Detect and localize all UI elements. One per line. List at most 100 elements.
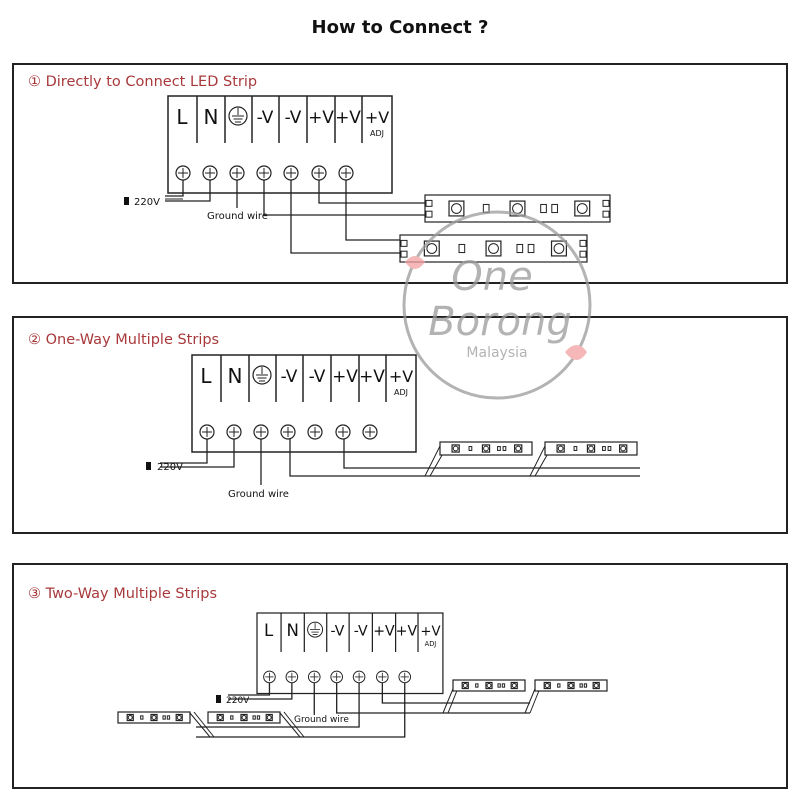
solder-pad [425,210,433,218]
resistor [501,683,506,688]
terminal-label: +V [308,108,334,128]
screw-terminal-icon [362,424,378,440]
led-lens [593,683,599,688]
terminal-label: L [176,105,188,129]
solder-pad [602,210,610,218]
led-chip [126,713,134,722]
solder-pad [579,250,587,258]
led-lens [588,445,594,452]
screw-terminal-icon [307,670,321,684]
screw-terminal-icon [330,670,343,684]
terminal-label: -V [281,367,298,387]
terminal-label: N [286,621,298,640]
solder-pad [425,199,433,207]
ground-wire-label: Ground wire [228,489,289,500]
resistor [516,243,524,254]
voltage-label: 220V [134,197,160,208]
led-lens [452,445,459,452]
wire [193,711,215,738]
screw-terminal-icon [352,670,366,684]
adj-label: ADJ [370,129,384,138]
terminal-label: +V [389,367,413,386]
voltage-label: 220V [226,696,250,706]
screw-terminal-icon [338,165,354,181]
led-chip [216,713,224,722]
led-strip [452,679,526,692]
terminal-label: -V [354,623,368,639]
terminal-label: +V [365,108,389,127]
section-title: ③ Two-Way Multiple Strips [28,586,218,602]
led-strip [534,679,608,692]
wire [196,682,360,728]
solder-pad [602,199,610,207]
ground-icon [252,365,272,385]
led-lens [266,715,272,720]
section-title: ② One-Way Multiple Strips [28,332,220,348]
terminal-label: N [228,364,243,388]
resistor [602,446,606,451]
wire [343,439,640,469]
resistor [458,243,466,254]
screw-terminal-icon [229,165,245,181]
led-strip [399,234,588,263]
ground-wire-label: Ground wire [207,211,268,222]
led-chip [485,681,493,690]
resistor [256,715,261,720]
solder-pad [400,250,408,258]
resistor [540,203,547,214]
led-lens [544,683,550,688]
terminal-label: N [204,105,219,129]
wire [424,445,441,477]
wire [228,682,271,696]
resistor [166,715,171,720]
screw-terminal-icon [335,424,351,440]
led-chip [265,713,273,722]
led-lens [488,243,499,254]
resistor [583,683,588,688]
resistor [573,446,578,451]
terminal-label: +V [332,367,358,387]
led-chip [592,681,600,690]
adj-label: ADJ [394,388,408,397]
watermark-text: One [451,254,532,300]
resistor [468,446,473,451]
resistor [252,715,256,720]
wire [345,180,405,241]
led-lens [515,445,522,452]
wire [160,439,235,468]
resistor [497,683,501,688]
led-strip [207,711,281,724]
led-lens [217,715,223,720]
wire [160,439,208,464]
led-lens [462,683,468,688]
led-lens [451,203,462,214]
wire [283,711,305,738]
led-chip [543,681,551,690]
led-lens [127,715,133,720]
terminal-label: -V [257,108,274,128]
screw-terminal-icon [253,424,269,440]
led-lens [576,203,588,214]
screw-terminal-icon [202,165,218,181]
terminal-label: +V [396,623,418,639]
wire [263,180,430,216]
wire [529,445,546,477]
resistor [497,446,501,451]
resistor [607,446,612,451]
wire [289,439,640,477]
ground-icon-circle [252,365,272,385]
plug-icon [216,695,221,703]
led-strip [544,441,638,456]
led-strip [117,711,191,724]
leaf-icon [565,345,587,360]
terminal-label: -V [309,367,326,387]
screw-terminal-icon [283,165,299,181]
terminal-label: L [264,621,274,640]
led-chip [481,444,491,453]
screw-terminal-icon [226,424,242,440]
led-chip [240,713,248,722]
